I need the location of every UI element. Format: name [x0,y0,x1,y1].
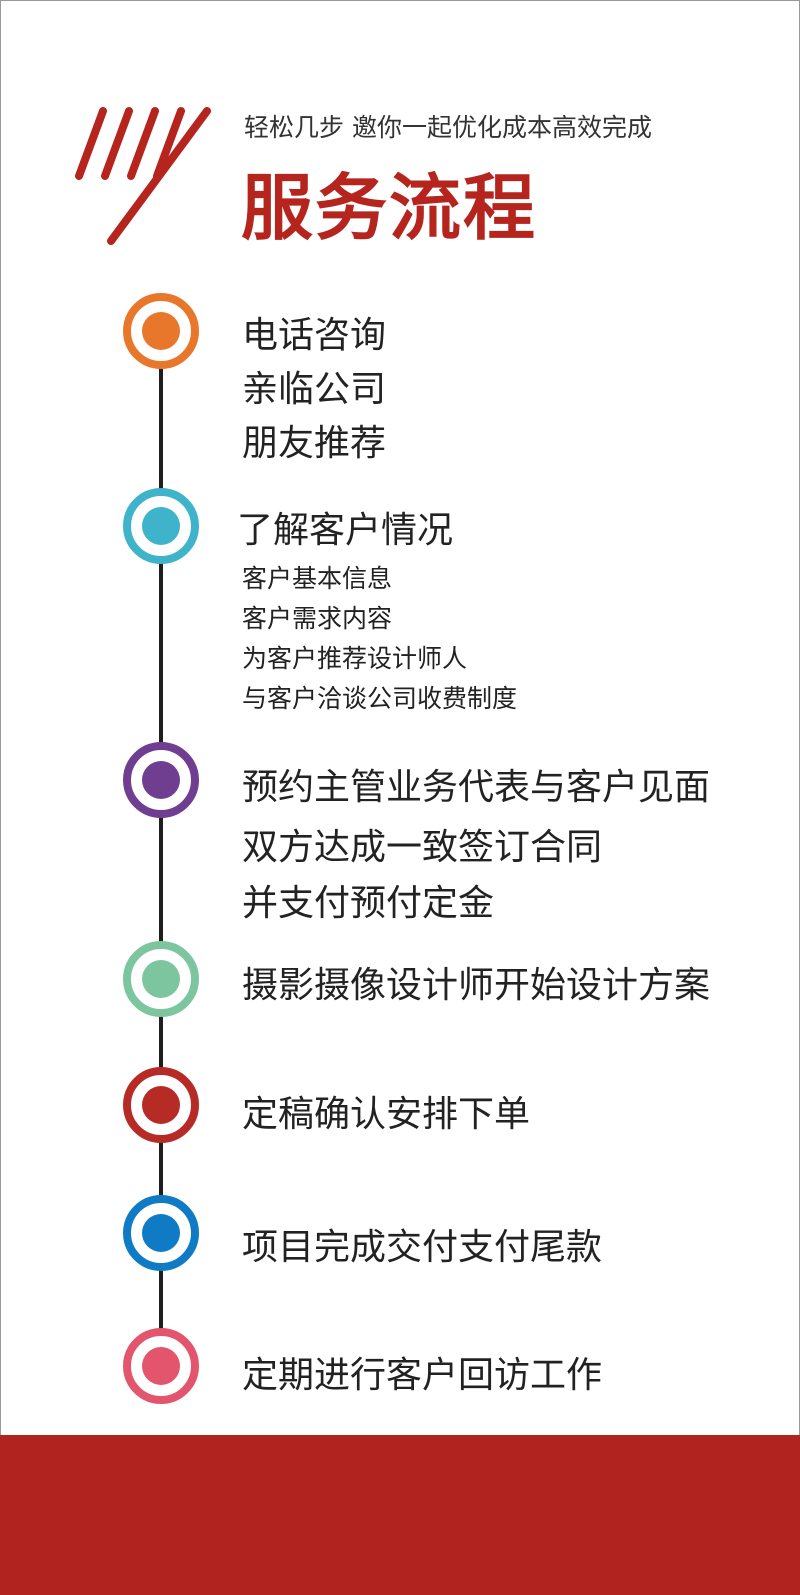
step-7-marker-icon [123,1328,199,1404]
step-2-heading: 了解客户情况 [237,510,454,551]
step-1-line-1: 电话咨询 [242,315,387,356]
step-5-marker-icon [123,1067,199,1143]
step-1-marker-icon [123,293,199,369]
step-3-line-3: 并支付预付定金 [242,883,495,924]
step-4-marker-icon [123,941,199,1017]
page-title: 服务流程 [241,166,538,250]
header-subtitle: 轻松几步 邀你一起优化成本高效完成 [244,113,652,142]
step-3-marker-icon [123,742,199,818]
step-2-detail-3: 为客户推荐设计师人 [242,644,468,673]
step-2-marker-icon [123,488,199,564]
timeline-line [159,331,163,1366]
logo-stripes-icon [75,107,211,245]
step-3-line-1: 预约主管业务代表与客户见面 [242,767,711,808]
step-2-detail-2: 客户需求内容 [242,604,393,633]
step-1-line-3: 朋友推荐 [242,423,387,464]
step-1-line-2: 亲临公司 [242,369,387,410]
step-3-line-2: 双方达成一致签订合同 [242,827,603,868]
step-6-marker-icon [123,1195,199,1271]
step-2-detail-4: 与客户洽谈公司收费制度 [242,684,518,713]
step-4-line-1: 摄影摄像设计师开始设计方案 [242,965,711,1006]
step-6-line-1: 项目完成交付支付尾款 [242,1227,603,1268]
footer-band [0,1435,800,1595]
step-7-line-1: 定期进行客户回访工作 [242,1355,603,1396]
step-2-detail-1: 客户基本信息 [242,564,393,593]
step-5-line-1: 定稿确认安排下单 [242,1094,531,1135]
